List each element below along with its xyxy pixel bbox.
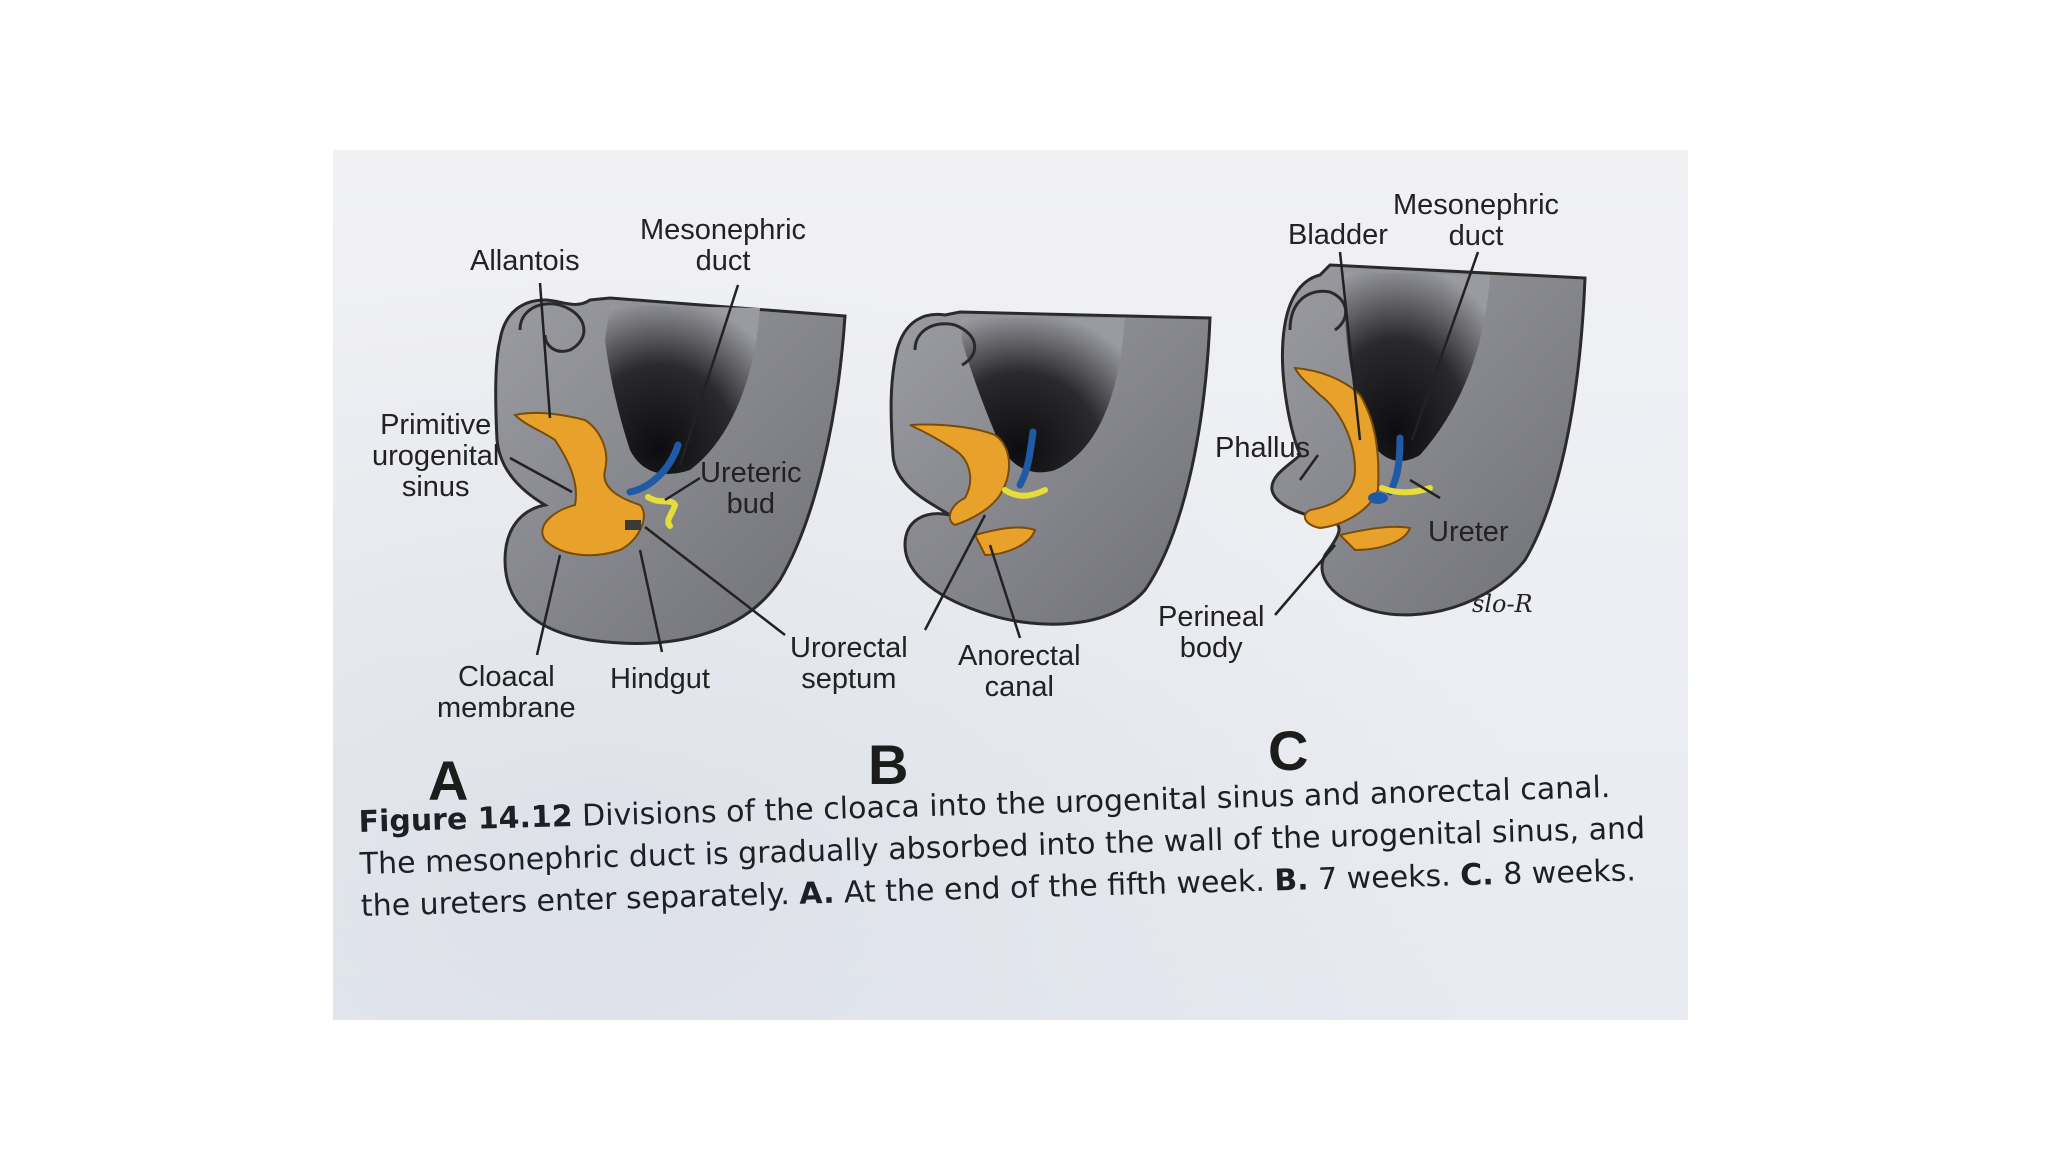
panel-a-cavity — [605, 305, 760, 474]
label-a-mesonephric-duct-line1: Mesonephric — [640, 214, 807, 246]
label-c-mesonephric-duct-line1: Mesonephric — [1393, 189, 1560, 221]
panel-a-mesonephric-duct — [626, 441, 682, 496]
panel-b-leader-lines — [923, 514, 1022, 639]
label-urorectal-septum-line2: septum — [801, 663, 897, 695]
panel-b-letter: B — [868, 733, 909, 796]
label-hindgut: Hindgut — [610, 663, 710, 695]
caption-b-label: B. — [1273, 862, 1310, 899]
label-bladder: Bladder — [1288, 219, 1388, 251]
panel-b-embryo — [889, 310, 1212, 639]
panel-a-cloaca — [512, 411, 645, 557]
label-ureter: Ureter — [1428, 516, 1509, 548]
label-anorectal-canal: Anorectal canal — [958, 641, 1081, 703]
panel-c-duct-opening — [1368, 492, 1388, 504]
label-cloacal-membrane-line2: membrane — [437, 692, 576, 724]
panel-b-cavity — [962, 318, 1125, 473]
label-ureteric-bud-line2: bud — [726, 488, 775, 520]
caption-a-label: A. — [798, 875, 835, 912]
panel-a-ureteric-bud — [645, 494, 679, 529]
label-c-mesonephric-duct: Mesonephric duct — [1393, 190, 1559, 252]
panel-c-embryo — [1270, 251, 1587, 617]
label-perineal-body-line2: body — [1179, 632, 1243, 664]
label-a-mesonephric-duct: Mesonephric duct — [640, 215, 806, 277]
label-perineal-body-line1: Perineal — [1158, 601, 1265, 633]
panel-c-letter: C — [1268, 719, 1309, 782]
panel-a-leader-lines — [509, 282, 786, 656]
panel-b-mesonephric-duct — [1016, 428, 1037, 489]
label-allantois: Allantois — [470, 245, 580, 277]
panel-a-allantois-loop — [518, 302, 586, 353]
caption-b-text: 7 weeks. — [1317, 858, 1452, 898]
label-pus-line1: Primitive — [380, 409, 492, 441]
caption-figure-number: Figure 14.12 — [358, 799, 574, 840]
panel-b-allantois-loop — [913, 322, 977, 367]
label-cloacal-membrane: Cloacal membrane — [437, 662, 576, 724]
label-anorectal-canal-line1: Anorectal — [958, 640, 1081, 672]
panel-c-allantois-loop — [1288, 289, 1348, 332]
panel-a-hindgut-marker — [625, 520, 641, 530]
label-cloacal-membrane-line1: Cloacal — [457, 661, 555, 693]
label-pus-line3: sinus — [401, 471, 470, 503]
panel-a-letter: A — [428, 749, 469, 812]
panel-b-urogenital-sinus — [909, 423, 1011, 527]
label-anorectal-canal-line2: canal — [984, 671, 1054, 703]
panel-b-ureter — [1002, 487, 1048, 499]
label-pus-line2: urogenital — [372, 440, 500, 472]
label-perineal-body: Perineal body — [1158, 602, 1264, 664]
panel-c-leader-lines — [1274, 251, 1480, 616]
panel-c-anorectal — [1338, 525, 1412, 552]
caption-c-text: 8 weeks. — [1502, 853, 1637, 893]
label-ureteric-bud-line1: Ureteric — [700, 457, 802, 489]
label-primitive-urogenital-sinus: Primitive urogenital sinus — [372, 410, 499, 503]
caption-a-text: At the end of the fifth week. — [843, 863, 1266, 911]
label-a-mesonephric-duct-line2: duct — [695, 245, 751, 277]
panel-a-embryo — [494, 282, 847, 656]
artist-signature: slo-R — [1472, 590, 1533, 618]
label-urorectal-septum: Urorectal septum — [790, 633, 908, 695]
label-ureteric-bud: Ureteric bud — [700, 458, 802, 520]
caption-c-label: C. — [1459, 857, 1495, 894]
label-urorectal-septum-line1: Urorectal — [790, 632, 908, 664]
label-c-mesonephric-duct-line2: duct — [1448, 220, 1504, 252]
label-phallus: Phallus — [1215, 432, 1311, 464]
